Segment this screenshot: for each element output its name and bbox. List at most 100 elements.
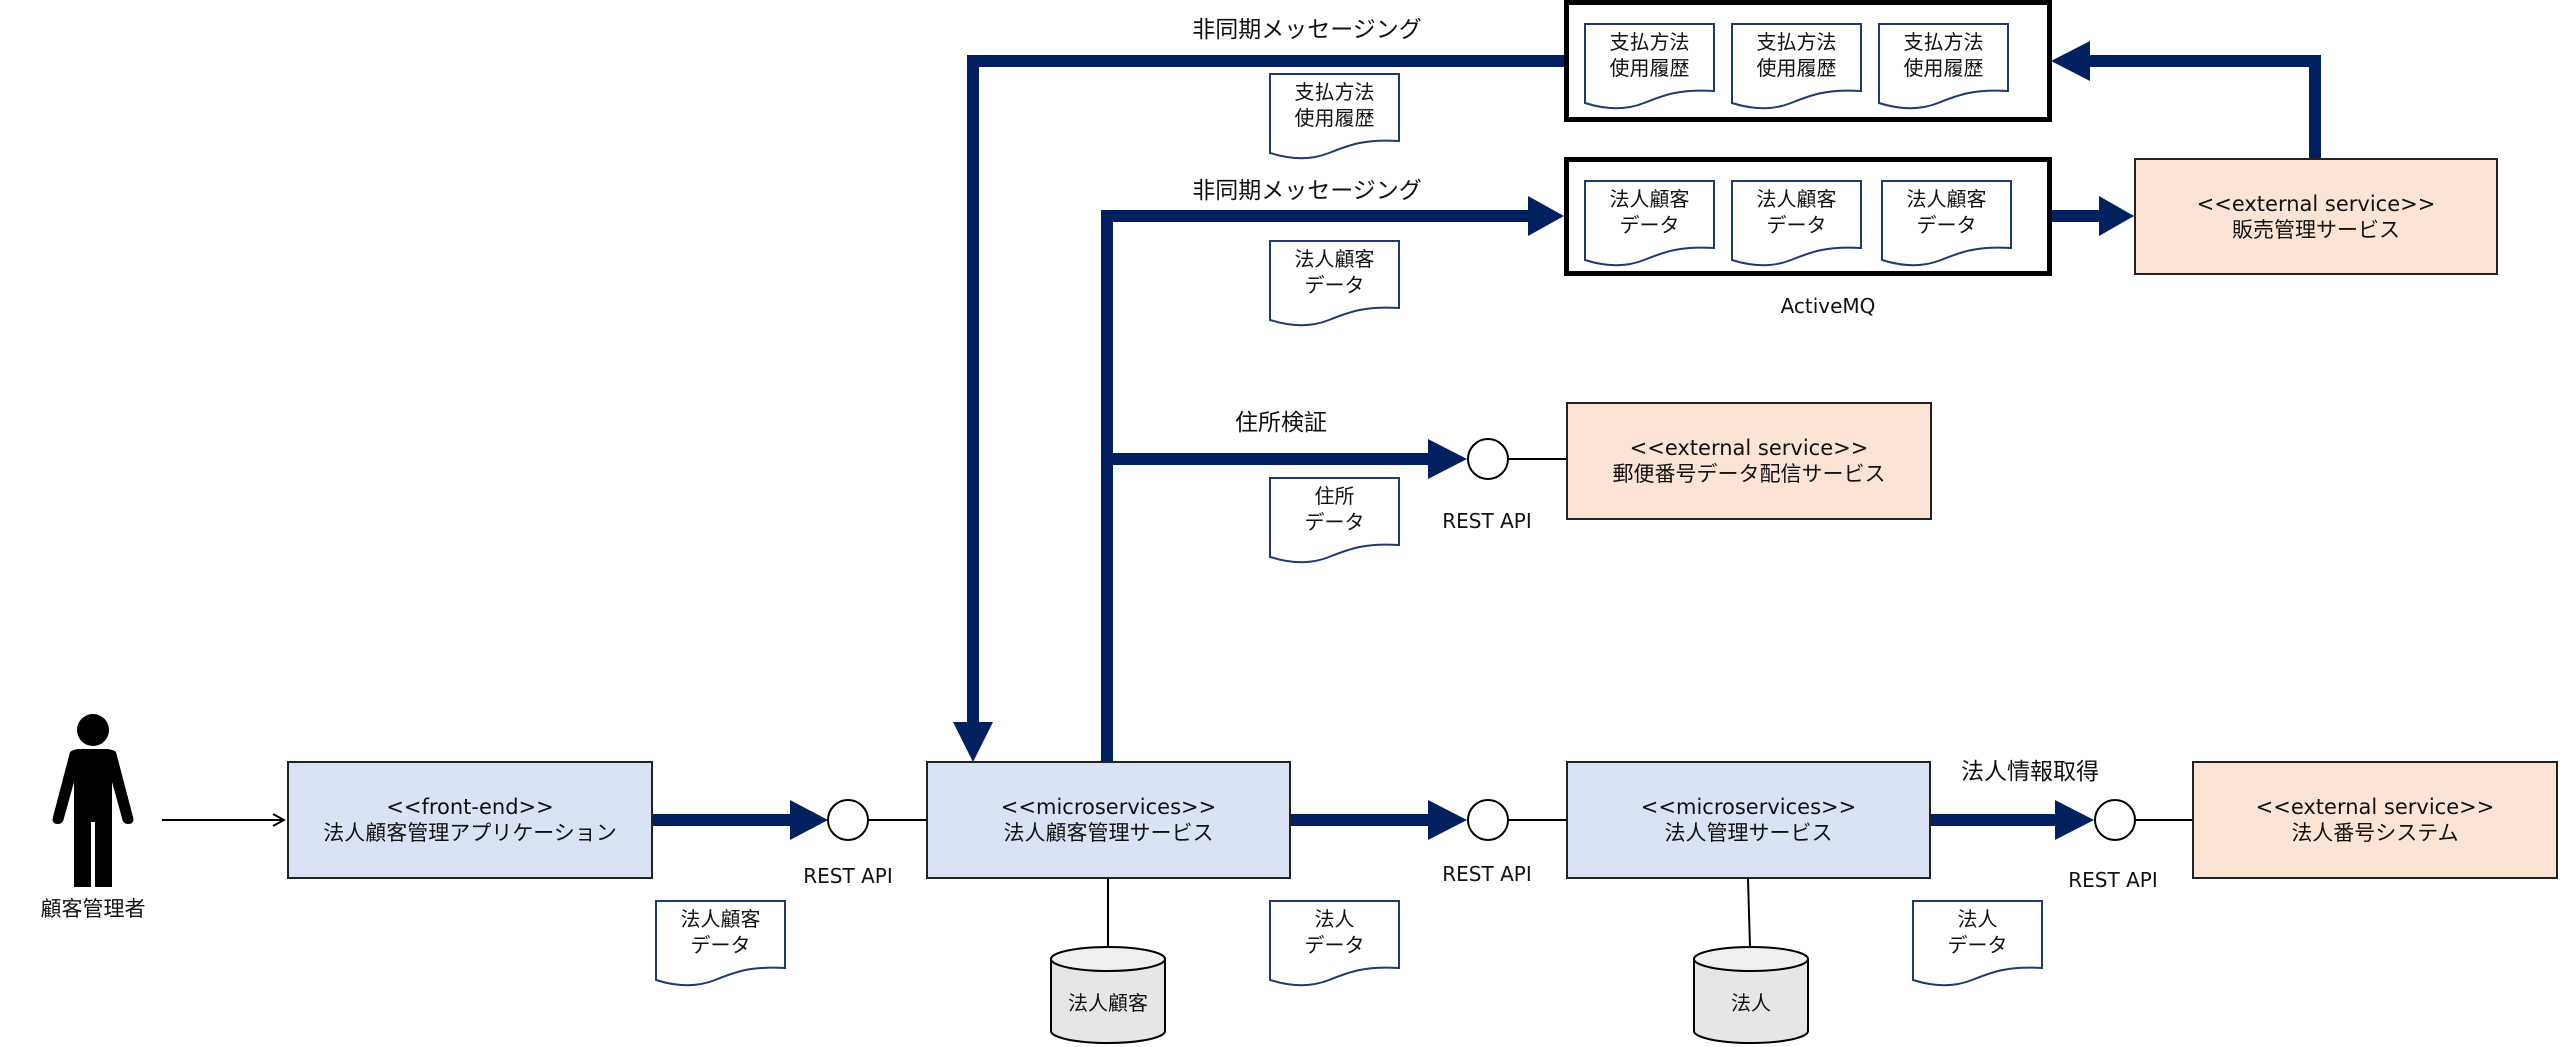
customer-service-name: 法人顧客管理サービス: [1003, 821, 1214, 845]
document-text-line: 法人顧客: [1609, 187, 1690, 211]
document-text-line: 支払方法: [1294, 80, 1375, 104]
database-cylinder-icon: [1693, 946, 1809, 1044]
rest-api-4-label: REST API: [1442, 509, 1532, 533]
postal-name: 郵便番号データ配信サービス: [1612, 462, 1886, 486]
async-payment-arrow: [953, 55, 1567, 762]
corporation-management-service-box[interactable]: <<microservices>> 法人管理サービス: [1566, 761, 1931, 879]
postal-stereotype: <<external service>>: [1629, 436, 1869, 460]
document-text-line: 法人顧客: [1756, 187, 1837, 211]
document-text-line: 法人顧客: [1906, 187, 1987, 211]
document-text: 法人データ: [1269, 906, 1400, 958]
document-text: 法人顧客データ: [1584, 186, 1715, 238]
document-text-line: 法人: [1957, 907, 1998, 931]
document-shape-icon: [1878, 23, 2009, 110]
frontend-customer-data-doc: 法人顧客データ: [655, 900, 786, 987]
queue-message-doc: 支払方法使用履歴: [1731, 23, 1862, 110]
document-text-line: 法人顧客: [680, 907, 761, 931]
corp-info-label: 法人情報取得: [1961, 759, 2099, 785]
corporation-database[interactable]: 法人: [1692, 945, 1810, 1044]
database-cylinder-icon: [1050, 946, 1166, 1044]
document-text-line: データ: [690, 933, 751, 957]
document-text-line: 使用履歴: [1903, 56, 1984, 80]
document-shape-icon: [1269, 240, 1400, 327]
frontend-app-box[interactable]: <<front-end>> 法人顧客管理アプリケーション: [287, 761, 653, 879]
customer-db-label: 法人顧客: [1068, 991, 1148, 1015]
document-text-line: データ: [1766, 213, 1827, 237]
queue-message-doc: 支払方法使用履歴: [1584, 23, 1715, 110]
postal-code-service-box[interactable]: <<external service>> 郵便番号データ配信サービス: [1566, 402, 1932, 520]
actor-label: 顧客管理者: [40, 897, 146, 921]
actor-icon: [52, 714, 134, 887]
document-text: 法人顧客データ: [1731, 186, 1862, 238]
document-shape-icon: [1269, 900, 1400, 987]
document-text-line: 支払方法: [1609, 30, 1690, 54]
corporation-service-name: 法人管理サービス: [1664, 821, 1833, 845]
rest-api-4-interface: [1467, 438, 1509, 480]
sales-stereotype: <<external service>>: [2196, 191, 2436, 216]
rest-api-3-interface: [2094, 799, 2136, 841]
corp-number-data-doc: 法人データ: [1912, 900, 2043, 987]
address-check-label: 住所検証: [1235, 410, 1327, 436]
async-payment-label: 非同期メッセージング: [1192, 17, 1422, 43]
customer-management-service-box[interactable]: <<microservices>> 法人顧客管理サービス: [926, 761, 1291, 879]
customer-database[interactable]: 法人顧客: [1049, 945, 1167, 1044]
rest-api-2-interface: [1467, 799, 1509, 841]
corp-number-name: 法人番号システム: [2291, 821, 2459, 845]
document-shape-icon: [1584, 180, 1715, 267]
queue-message-doc: 法人顧客データ: [1584, 180, 1715, 267]
queue-to-sales-arrow: [2051, 196, 2134, 236]
corporation-service-to-rest-api-arrow: [1930, 800, 2094, 840]
corporation-db-label: 法人: [1731, 991, 1771, 1015]
document-text-line: 支払方法: [1903, 30, 1984, 54]
document-shape-icon: [1881, 180, 2012, 267]
document-text-line: データ: [1619, 213, 1680, 237]
frontend-stereotype: <<front-end>>: [386, 795, 554, 819]
rest-api-1-interface: [827, 799, 869, 841]
async-customer-label: 非同期メッセージング: [1192, 178, 1422, 204]
document-text-line: データ: [1947, 933, 2008, 957]
queue-message-doc: 法人顧客データ: [1881, 180, 2012, 267]
document-text-line: データ: [1304, 510, 1365, 534]
document-text-line: 法人: [1314, 907, 1355, 931]
document-text-line: 使用履歴: [1756, 56, 1837, 80]
document-shape-icon: [1912, 900, 2043, 987]
document-text-line: 使用履歴: [1294, 106, 1375, 130]
document-text: 支払方法使用履歴: [1731, 29, 1862, 81]
customer-service-stereotype: <<microservices>>: [1000, 795, 1217, 819]
document-text-line: データ: [1304, 273, 1365, 297]
corp-number-stereotype: <<external service>>: [2255, 795, 2495, 819]
queue-message-doc: 支払方法使用履歴: [1878, 23, 2009, 110]
document-text-line: データ: [1304, 933, 1365, 957]
frontend-to-rest-api-arrow: [652, 800, 828, 840]
rest-api-1-label: REST API: [803, 864, 893, 888]
sales-management-service-box[interactable]: <<external service>> 販売管理サービス: [2134, 158, 2498, 275]
frontend-name: 法人顧客管理アプリケーション: [323, 821, 617, 845]
document-shape-icon: [655, 900, 786, 987]
payment-history-doc: 支払方法使用履歴: [1269, 73, 1400, 160]
activemq-label: ActiveMQ: [1780, 294, 1876, 318]
document-shape-icon: [1269, 73, 1400, 160]
rest-api-3-label: REST API: [2068, 868, 2158, 892]
document-shape-icon: [1584, 23, 1715, 110]
document-text: 法人顧客データ: [1881, 186, 2012, 238]
document-shape-icon: [1731, 23, 1862, 110]
document-text: 支払方法使用履歴: [1878, 29, 2009, 81]
document-text: 法人データ: [1912, 906, 2043, 958]
corporate-number-system-box[interactable]: <<external service>> 法人番号システム: [2192, 761, 2558, 879]
document-text-line: 法人顧客: [1294, 247, 1375, 271]
document-text-line: 使用履歴: [1609, 56, 1690, 80]
document-text-line: 住所: [1314, 484, 1355, 508]
document-text-line: 支払方法: [1756, 30, 1837, 54]
customer-service-to-rest-api-arrow: [1290, 800, 1467, 840]
document-text: 住所データ: [1269, 483, 1400, 535]
sales-to-payment-queue-arrow: [2051, 41, 2321, 159]
document-text: 支払方法使用履歴: [1269, 79, 1400, 131]
sales-name: 販売管理サービス: [2232, 217, 2400, 242]
document-shape-icon: [1731, 180, 1862, 267]
async-customer-arrow: [1101, 196, 1564, 236]
corporation-db-connector: [1747, 878, 1751, 948]
address-check-arrow: [1101, 210, 1467, 762]
rest-api-2-label: REST API: [1442, 862, 1532, 886]
